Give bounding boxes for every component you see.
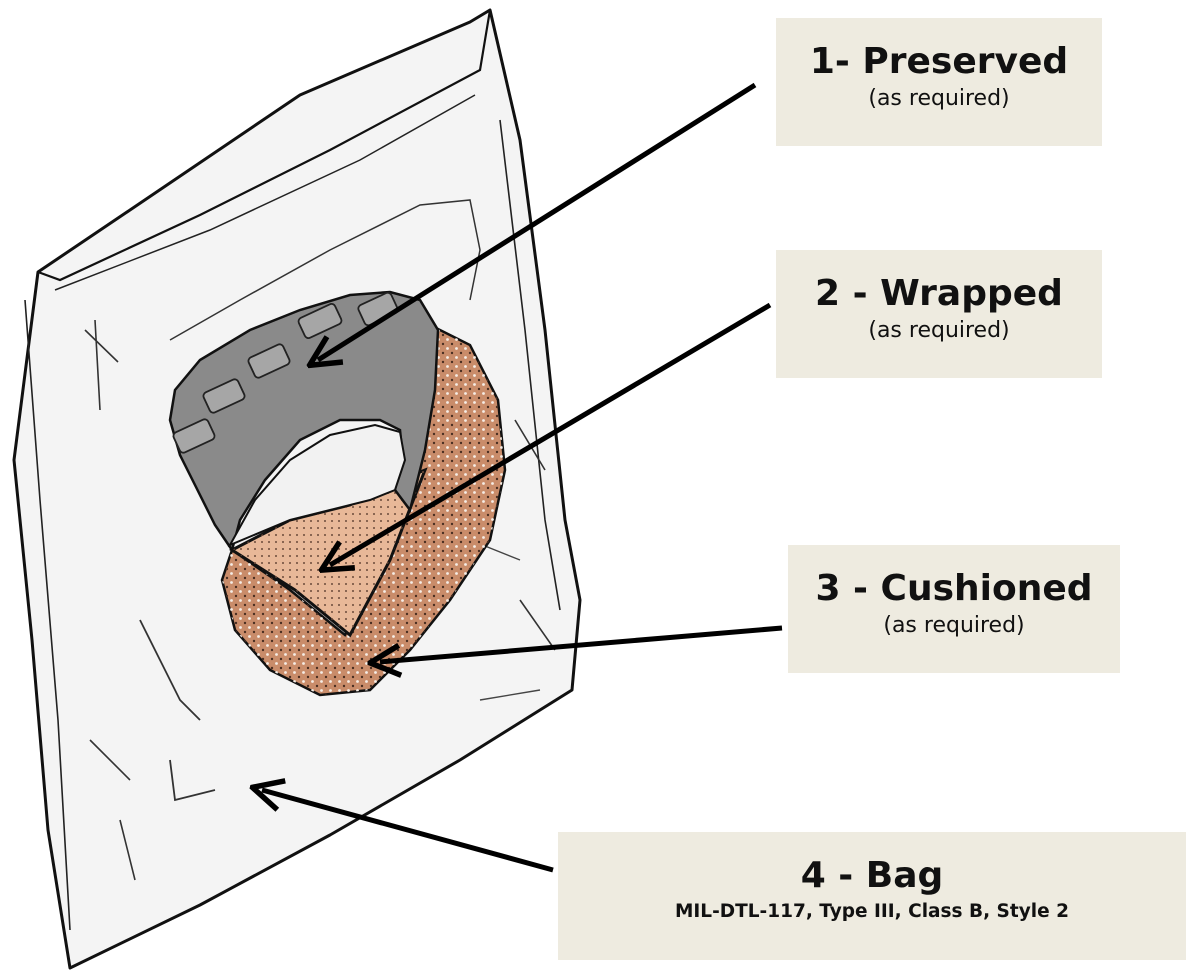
callout-title: 2 - Wrapped [776, 272, 1102, 316]
callout-subtitle: (as required) [776, 84, 1102, 114]
callout-subtitle: (as required) [788, 611, 1120, 641]
callout-title: 3 - Cushioned [788, 567, 1120, 611]
callout-bag: 4 - Bag MIL-DTL-117, Type III, Class B, … [558, 832, 1186, 960]
callout-subtitle: (as required) [776, 316, 1102, 346]
callout-title: 4 - Bag [558, 854, 1186, 898]
callout-title: 1- Preserved [776, 40, 1102, 84]
callout-cushioned: 3 - Cushioned (as required) [788, 545, 1120, 673]
callout-preserved: 1- Preserved (as required) [776, 18, 1102, 146]
callout-wrapped: 2 - Wrapped (as required) [776, 250, 1102, 378]
callout-spec: MIL-DTL-117, Type III, Class B, Style 2 [558, 898, 1186, 926]
